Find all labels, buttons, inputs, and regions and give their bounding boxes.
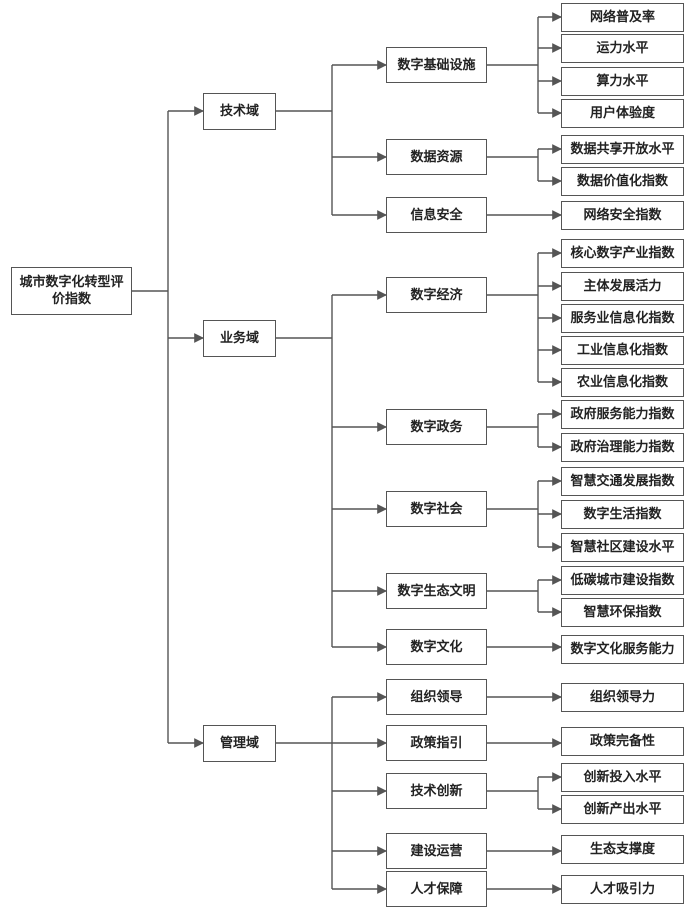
leaf-gov-service-capability: 政府服务能力指数 [561, 399, 684, 429]
sub-node-talent-support: 人才保障 [386, 871, 487, 907]
leaf-low-carbon-city: 低碳城市建设指数 [561, 565, 684, 595]
leaf-industry-informatization: 工业信息化指数 [561, 335, 684, 365]
sub-node-digital-infrastructure: 数字基础设施 [386, 47, 487, 83]
leaf-service-informatization: 服务业信息化指数 [561, 303, 684, 333]
leaf-transport-capacity: 运力水平 [561, 33, 684, 63]
sub-node-digital-ecology: 数字生态文明 [386, 573, 487, 609]
leaf-smart-environment: 智慧环保指数 [561, 597, 684, 627]
leaf-talent-attraction: 人才吸引力 [561, 874, 684, 904]
leaf-network-security: 网络安全指数 [561, 200, 684, 230]
leaf-data-valorization: 数据价值化指数 [561, 166, 684, 196]
leaf-innovation-input: 创新投入水平 [561, 762, 684, 792]
leaf-policy-completeness: 政策完备性 [561, 726, 684, 756]
leaf-organization-leadership: 组织领导力 [561, 682, 684, 712]
leaf-network-penetration: 网络普及率 [561, 2, 684, 32]
leaf-core-digital-industry: 核心数字产业指数 [561, 238, 684, 268]
root-node: 城市数字化转型评价指数 [11, 267, 132, 315]
leaf-innovation-output: 创新产出水平 [561, 794, 684, 824]
sub-node-digital-culture: 数字文化 [386, 629, 487, 665]
leaf-digital-life: 数字生活指数 [561, 499, 684, 529]
leaf-entity-vitality: 主体发展活力 [561, 271, 684, 301]
leaf-ecosystem-support: 生态支撑度 [561, 834, 684, 864]
leaf-computing-power: 算力水平 [561, 66, 684, 96]
leaf-user-experience: 用户体验度 [561, 98, 684, 128]
leaf-gov-governance-capability: 政府治理能力指数 [561, 432, 684, 462]
sub-node-tech-innovation: 技术创新 [386, 773, 487, 809]
sub-node-information-security: 信息安全 [386, 197, 487, 233]
domain-node-tech: 技术域 [203, 92, 276, 130]
domain-node-management: 管理域 [203, 724, 276, 762]
leaf-agriculture-informatization: 农业信息化指数 [561, 367, 684, 397]
sub-node-policy-guidance: 政策指引 [386, 725, 487, 761]
domain-node-business: 业务域 [203, 319, 276, 357]
sub-node-digital-society: 数字社会 [386, 491, 487, 527]
sub-node-digital-economy: 数字经济 [386, 277, 487, 313]
sub-node-construction-operation: 建设运营 [386, 833, 487, 869]
leaf-digital-culture-service: 数字文化服务能力 [561, 634, 684, 664]
leaf-smart-transport: 智慧交通发展指数 [561, 466, 684, 496]
sub-node-organization-leadership: 组织领导 [386, 679, 487, 715]
sub-node-data-resources: 数据资源 [386, 139, 487, 175]
sub-node-digital-government: 数字政务 [386, 409, 487, 445]
leaf-smart-community: 智慧社区建设水平 [561, 532, 684, 562]
leaf-data-sharing: 数据共享开放水平 [561, 134, 684, 164]
